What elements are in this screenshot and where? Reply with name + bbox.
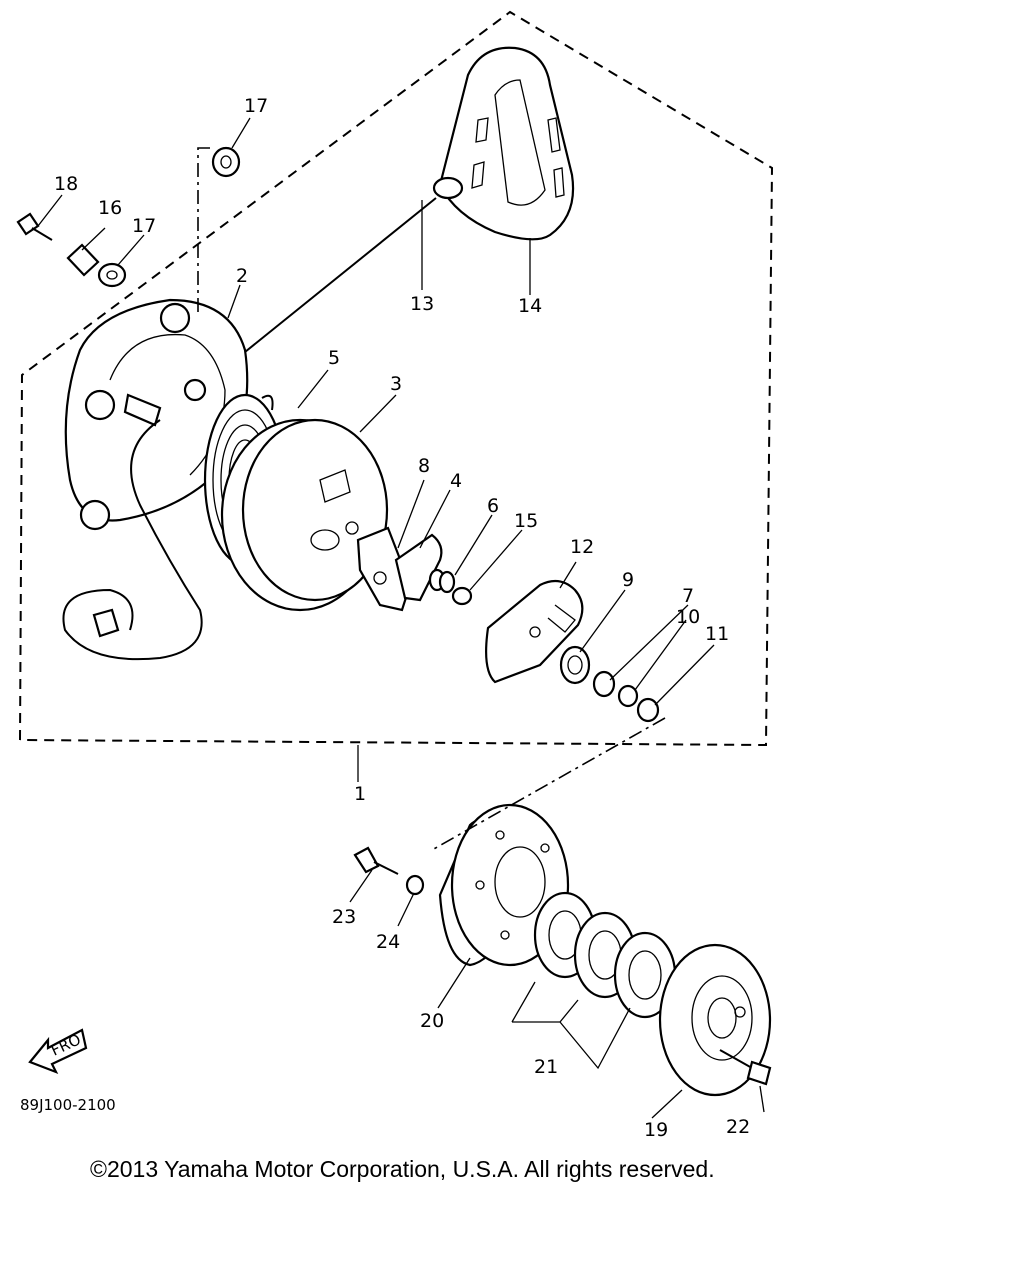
callout-23: 23 (332, 906, 356, 928)
part-18-bolt (16, 212, 53, 241)
axis-line-lower (431, 717, 666, 851)
starter-cable (62, 419, 203, 661)
part-21-shims (533, 891, 677, 1019)
front-arrow-icon: FRO (28, 1028, 88, 1075)
part-24-washer (405, 874, 425, 896)
callout-1: 1 (354, 783, 366, 805)
callout-20: 20 (420, 1010, 444, 1032)
callout-15: 15 (514, 510, 538, 532)
callout-14: 14 (518, 295, 542, 317)
copyright-notice: ©2013 Yamaha Motor Corporation, U.S.A. A… (90, 1156, 715, 1182)
leader-lines (37, 117, 765, 1119)
callout-18: 18 (54, 173, 78, 195)
callout-22: 22 (726, 1116, 750, 1138)
part-16-collar (66, 243, 100, 277)
callout-11: 11 (705, 623, 729, 645)
part-11-cap (636, 697, 660, 723)
part-12-plate (485, 579, 584, 684)
part-15-nut (451, 586, 473, 606)
part-3-drum (220, 418, 389, 612)
axis-line-upper (197, 147, 210, 315)
part-17-grommet-upper (211, 146, 241, 178)
callout-4: 4 (450, 470, 462, 492)
callout-17-upper: 17 (244, 95, 268, 117)
part-22-bolt (719, 1049, 772, 1086)
part-14-handle (432, 46, 575, 241)
callout-10: 10 (676, 606, 700, 628)
callout-5: 5 (328, 347, 340, 369)
part-9-washer (559, 645, 591, 685)
callout-8: 8 (418, 455, 430, 477)
part-13-rope (244, 197, 437, 353)
callout-6: 6 (487, 495, 499, 517)
part-23-bolt (353, 846, 399, 875)
callout-21: 21 (534, 1056, 558, 1078)
callout-17-lower: 17 (132, 215, 156, 237)
part-2-case (64, 298, 249, 531)
drawing-code: 89J100-2100 (20, 1096, 116, 1114)
callout-7: 7 (682, 585, 694, 607)
callout-13: 13 (410, 293, 434, 315)
part-8-pawl (356, 526, 412, 612)
callout-9: 9 (622, 569, 634, 591)
callout-12: 12 (570, 536, 594, 558)
assembly-boundary (19, 10, 774, 747)
part-10-nut (617, 684, 639, 708)
callout-16: 16 (98, 197, 122, 219)
part-6-spring (428, 568, 456, 594)
part-4-guide (394, 533, 443, 602)
part-19-plate (658, 943, 772, 1097)
part-7-washer (592, 670, 616, 698)
part-17-grommet-lower (97, 262, 127, 288)
callout-24: 24 (376, 931, 400, 953)
callout-2: 2 (236, 265, 248, 287)
callout-19: 19 (644, 1119, 668, 1141)
callout-3: 3 (390, 373, 402, 395)
